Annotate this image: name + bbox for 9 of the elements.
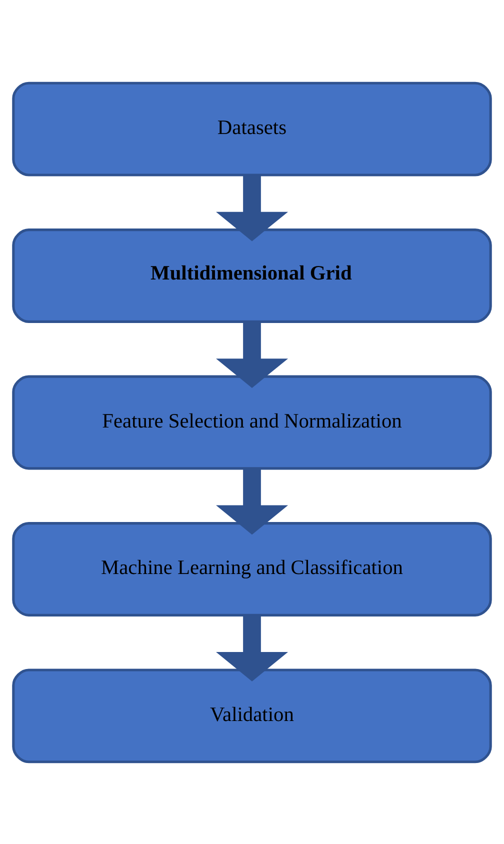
node-box: Validation bbox=[12, 668, 492, 763]
node-box: Machine Learning and Classification bbox=[12, 522, 492, 616]
node-box: Feature Selection and Normalization bbox=[12, 374, 492, 470]
arrow bbox=[216, 468, 288, 534]
arrow bbox=[216, 614, 288, 681]
arrow bbox=[216, 321, 288, 388]
arrow bbox=[216, 174, 288, 241]
node-box: Datasets bbox=[12, 81, 492, 176]
node-box: Multidimensional Grid bbox=[12, 228, 492, 322]
